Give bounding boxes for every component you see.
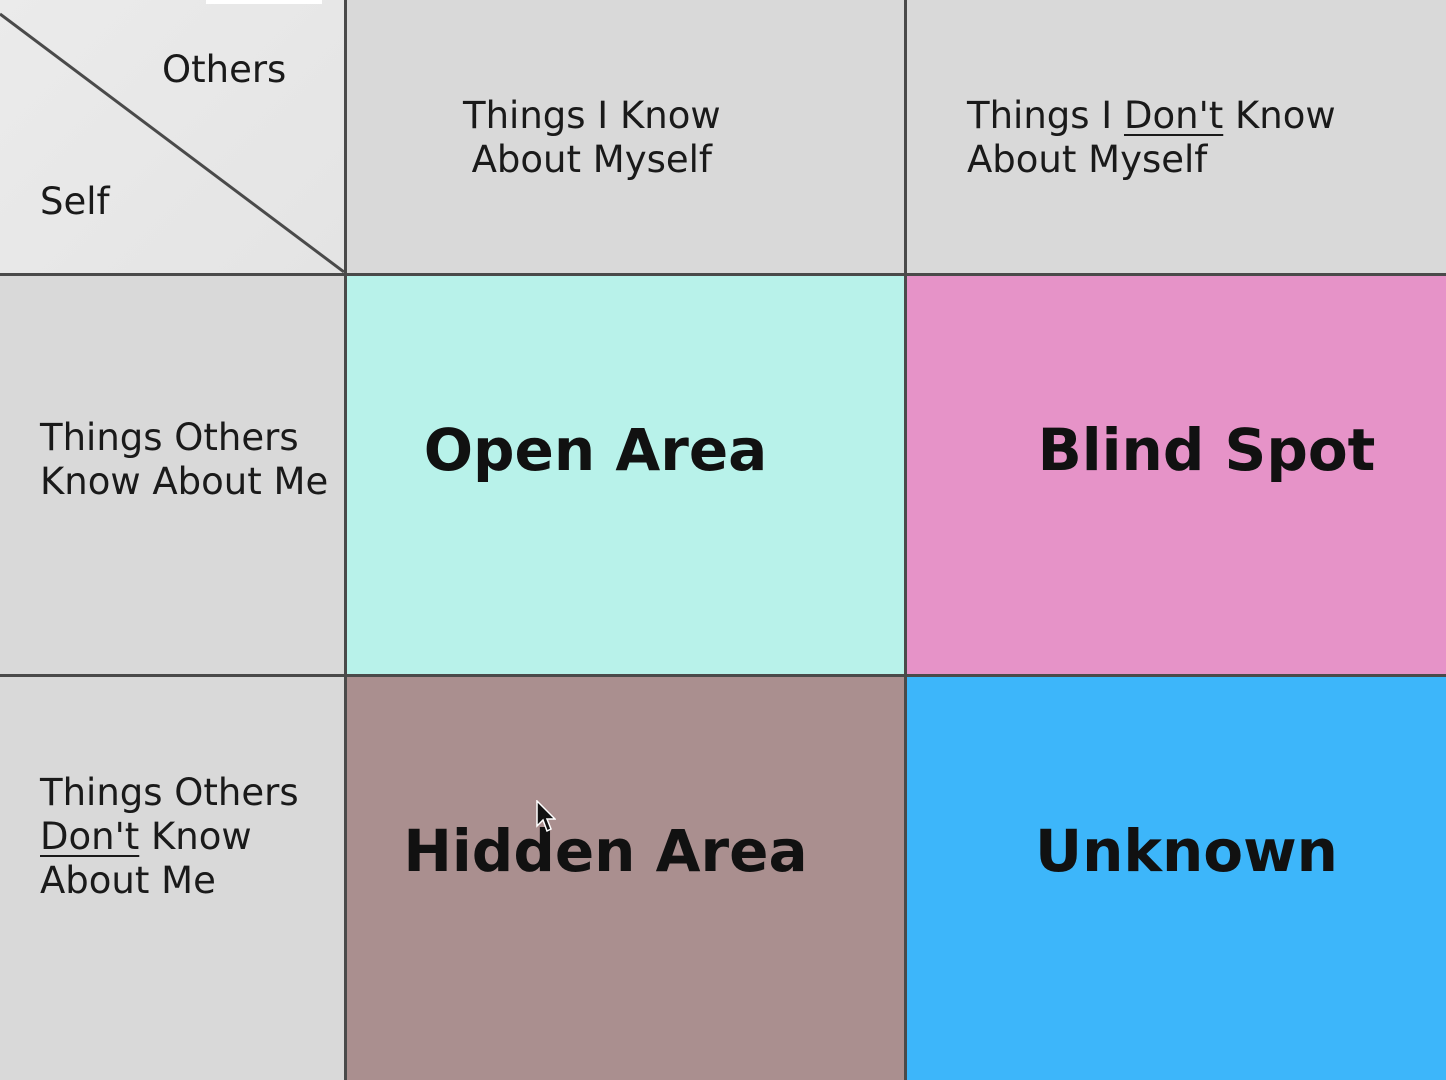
column-header-unknown-to-self: Things I Don't Know About Myself — [907, 0, 1446, 276]
row-header-unknown-to-others-text: Things Others Don't Know About Me — [40, 771, 299, 903]
column-header-known-to-self-text: Things I Know About Myself — [463, 94, 721, 182]
mouse-pointer-icon — [536, 799, 557, 838]
row-text: Know — [139, 815, 252, 858]
quadrant-title-unknown: Unknown — [1035, 817, 1338, 885]
row-line: Things Others — [40, 771, 299, 814]
quadrant-unknown: Unknown — [907, 677, 1446, 1080]
quadrant-title-blind: Blind Spot — [1037, 416, 1376, 484]
emphasis-dont: Don't — [1123, 94, 1224, 137]
row-line: Know About Me — [40, 460, 329, 503]
header-line: Things I Know — [463, 94, 721, 137]
column-header-unknown-to-self-text: Things I Don't Know About Myself — [967, 94, 1336, 182]
corner-cell: Others Self — [0, 0, 347, 276]
quadrant-title-hidden: Hidden Area — [403, 817, 808, 885]
quadrant-blind-spot: Blind Spot — [907, 276, 1446, 677]
diagonal-divider — [0, 12, 344, 273]
row-header-known-to-others: Things Others Know About Me — [0, 276, 347, 677]
header-line: About Myself — [967, 138, 1208, 181]
header-line: Things I Don't Know — [967, 94, 1336, 138]
row-line: Don't Know — [40, 815, 299, 859]
row-line: Things Others — [40, 416, 299, 459]
row-header-unknown-to-others: Things Others Don't Know About Me — [0, 677, 347, 1080]
quadrant-open-area: Open Area — [347, 276, 907, 677]
header-text: Things I — [967, 94, 1124, 137]
header-text: Know — [1223, 94, 1336, 137]
header-line: About Myself — [471, 138, 712, 181]
corner-label-self: Self — [40, 180, 110, 223]
top-edge-highlight — [206, 0, 322, 4]
quadrant-title-open: Open Area — [423, 416, 768, 484]
row-line: About Me — [40, 859, 216, 902]
emphasis-dont: Don't — [40, 815, 140, 858]
row-header-known-to-others-text: Things Others Know About Me — [40, 416, 328, 504]
corner-label-others: Others — [162, 48, 287, 91]
quadrant-hidden-area: Hidden Area — [347, 677, 907, 1080]
column-header-known-to-self: Things I Know About Myself — [347, 0, 907, 276]
